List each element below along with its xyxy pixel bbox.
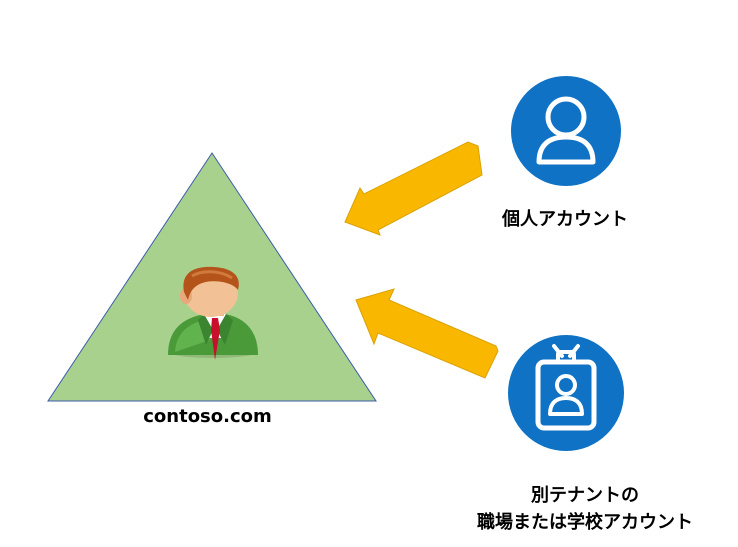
work-account-label-line2: 職場または学校アカウント [477, 512, 693, 533]
tenant-domain-label: contoso.com [143, 406, 272, 427]
arrow-work-to-tenant [355, 288, 499, 379]
businessman-icon [168, 266, 258, 360]
work-account-icon [508, 335, 624, 451]
work-account-label-line1: 別テナントの [531, 485, 639, 506]
personal-account-icon [511, 76, 621, 186]
arrow-personal-to-tenant [344, 141, 483, 236]
personal-account-label: 個人アカウント [502, 209, 628, 230]
